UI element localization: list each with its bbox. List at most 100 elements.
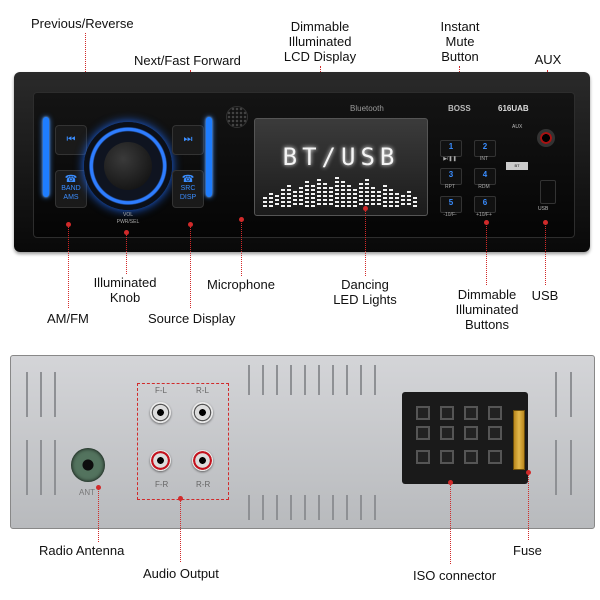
leader-line [365,208,366,276]
iso-pin [416,450,430,464]
preset-button-6[interactable]: 6 [474,196,496,213]
eq-bar [371,187,375,207]
eq-bar [389,189,393,207]
iso-pin [440,450,454,464]
leader-line [98,487,99,542]
preset-number: 2 [482,142,488,151]
next-button[interactable]: ⏭ [172,125,204,155]
vent-slot [346,365,348,395]
vent-slot [248,365,250,395]
vent-slot [555,372,557,417]
vent-slot [26,372,28,417]
preset-function-label: -10/F- [443,212,457,218]
leader-line [190,224,191,308]
leader-dot [177,495,183,501]
band-ams-button[interactable]: ☎ BAND AMS [55,170,87,208]
leader-line [241,219,242,276]
label-line: LED Lights [333,292,397,307]
lcd-display: BT/USB [254,118,428,216]
rca-rear-left[interactable] [192,402,213,423]
leader-line [126,232,127,274]
knob-center [104,142,152,190]
preset-number: 6 [482,198,488,207]
eq-bar [323,183,327,207]
iso-pin [464,450,478,464]
iso-pin [440,406,454,420]
leader-line [528,472,529,540]
preset-button-5[interactable]: 5 [440,196,462,213]
knob-caption-line: VOL [122,212,133,218]
rca-label-rr: R-R [196,480,211,489]
eq-bar [317,179,321,207]
previous-button[interactable]: ⏮ [55,125,87,155]
usb-port-label: USB [538,206,549,212]
label-dimmable-lcd: Dimmable Illuminated LCD Display [270,19,370,64]
vent-slot [26,440,28,495]
iso-pin [488,426,502,440]
eq-bar [365,179,369,207]
preset-button-4[interactable]: 4 [474,168,496,185]
vent-slot [40,440,42,495]
leader-line [486,222,487,285]
vent-slot [262,365,264,395]
iso-pin [464,406,478,420]
vent-slot [318,495,320,520]
vent-slot [374,365,376,395]
eq-bar [395,193,399,207]
preset-function-label: +10/F+ [476,212,492,218]
label-line: Illuminated [93,275,157,290]
label-line: Knob [109,290,141,305]
label-line: Illuminated [455,302,519,317]
volume-knob[interactable] [84,122,172,210]
vent-slot [54,440,56,495]
eq-bar [269,193,273,207]
vent-slot [40,372,42,417]
preset-button-1[interactable]: 1 [440,140,462,157]
label-dimmable-buttons: Dimmable Illuminated Buttons [447,287,527,332]
src-disp-label: SRC DISP [179,185,197,201]
antenna-jack[interactable] [71,448,105,482]
eq-bar [335,177,339,207]
label-line: Button [441,49,479,64]
eq-bar [299,187,303,207]
antenna-label: ANT [79,488,95,497]
rca-label-fr: F-R [155,480,169,489]
vent-slot [360,365,362,395]
band-ams-label: BAND AMS [61,185,81,201]
aux-jack[interactable] [537,129,555,147]
knob-caption-line: PWR/SEL [116,219,140,225]
label-radio-antenna: Radio Antenna [39,543,125,558]
preset-button-2[interactable]: 2 [474,140,496,157]
label-line: Instant [440,19,480,34]
knob-caption: VOL PWR/SEL [105,212,151,226]
vent-slot [570,440,572,495]
label-fuse: Fuse [513,543,542,558]
iso-connector[interactable] [402,392,528,484]
rca-front-right[interactable] [150,450,171,471]
eq-bar [407,191,411,207]
rca-rear-right[interactable] [192,450,213,471]
vent-slot [248,495,250,520]
label-line: Dancing [341,277,389,292]
eq-bar [383,185,387,207]
vent-slot [304,495,306,520]
vent-slot [276,495,278,520]
right-light-bar [206,117,212,197]
iso-pin [488,450,502,464]
label-line: Buttons [464,317,510,332]
preset-function-label: ▶/❚❚ [443,156,457,162]
leader-line [85,33,86,110]
skip-forward-icon: ⏭ [183,134,193,145]
rca-front-left[interactable] [150,402,171,423]
label-line: Illuminated [288,34,352,49]
src-disp-button[interactable]: ☎ SRC DISP [172,170,204,208]
label-next-fast-forward: Next/Fast Forward [134,53,241,68]
fuse [513,410,525,470]
preset-number: 5 [448,198,454,207]
preset-button-3[interactable]: 3 [440,168,462,185]
leader-dot [525,469,531,475]
leader-line [450,482,451,564]
usb-port[interactable] [540,180,556,204]
source-icon: ☎ [181,174,195,185]
